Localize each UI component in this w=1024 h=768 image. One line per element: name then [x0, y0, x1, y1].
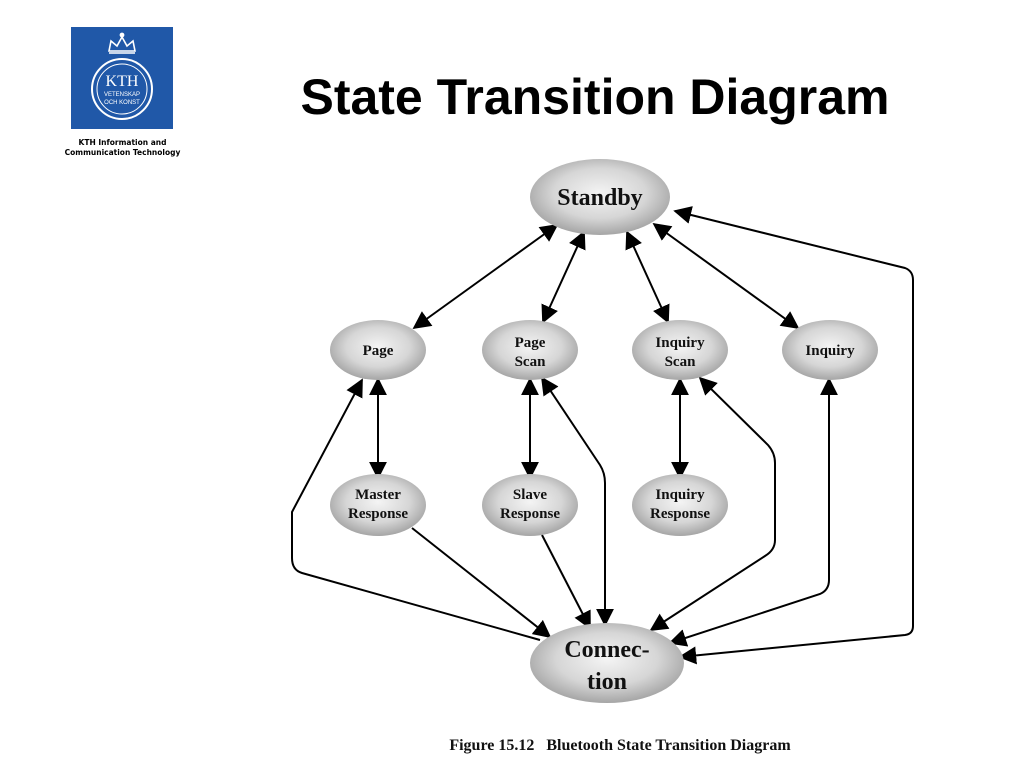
node-label: Scan [515, 354, 547, 370]
seal-ring [91, 58, 153, 120]
logo-ring-text-1: VETENSKAP [104, 92, 140, 98]
node-label: Inquiry [805, 343, 855, 359]
node-label: Response [500, 506, 560, 522]
node-label: Response [348, 506, 408, 522]
edge-standby-page [412, 223, 559, 330]
logo-caption: KTH Information and Communication Techno… [40, 138, 205, 158]
edge-connection-page [291, 378, 541, 641]
figure-caption: Figure 15.12 Bluetooth State Transition … [449, 737, 791, 754]
node-label: tion [587, 669, 627, 695]
logo-caption-line-1: KTH Information and [78, 138, 167, 147]
node-label: Connec- [564, 637, 649, 663]
node-page-scan: Page Scan [482, 320, 578, 380]
logo-ring-text-2: OCH KONST [104, 100, 140, 106]
edge-standby-inquiry-scan [625, 230, 670, 324]
node-standby: Standby [530, 159, 670, 235]
edge-slave-response-connection [541, 534, 591, 630]
logo-wordmark: KTH [106, 73, 139, 90]
edge-inquiry-connection [668, 377, 838, 647]
node-label: Master [355, 487, 401, 503]
logo-caption-line-2: Communication Technology [64, 148, 181, 157]
node-label: Slave [513, 487, 548, 503]
kth-logo: KTH VETENSKAP OCH KONST [71, 27, 173, 129]
node-inquiry: Inquiry [782, 320, 878, 380]
node-page: Page [330, 320, 426, 380]
edge-standby-connection [673, 206, 914, 665]
node-label: Scan [665, 354, 697, 370]
page-title: State Transition Diagram [300, 69, 890, 125]
edge-standby-inquiry [652, 222, 800, 330]
node-inquiry-scan: Inquiry Scan [632, 320, 728, 380]
node-label: Inquiry [655, 487, 705, 503]
node-label: Page [515, 335, 546, 351]
node-master-response: Master Response [330, 474, 426, 536]
node-connection: Connec- tion [530, 623, 684, 703]
edge-master-response-connection [411, 527, 552, 639]
node-inquiry-response: Inquiry Response [632, 474, 728, 536]
edge-standby-page-scan [541, 230, 586, 324]
node-slave-response: Slave Response [482, 474, 578, 536]
edge-page-scan-connection [541, 376, 614, 627]
node-label: Response [650, 506, 710, 522]
node-label: Page [363, 343, 394, 359]
crown-icon [108, 32, 136, 54]
node-label: Standby [557, 185, 642, 211]
node-label: Inquiry [655, 335, 705, 351]
